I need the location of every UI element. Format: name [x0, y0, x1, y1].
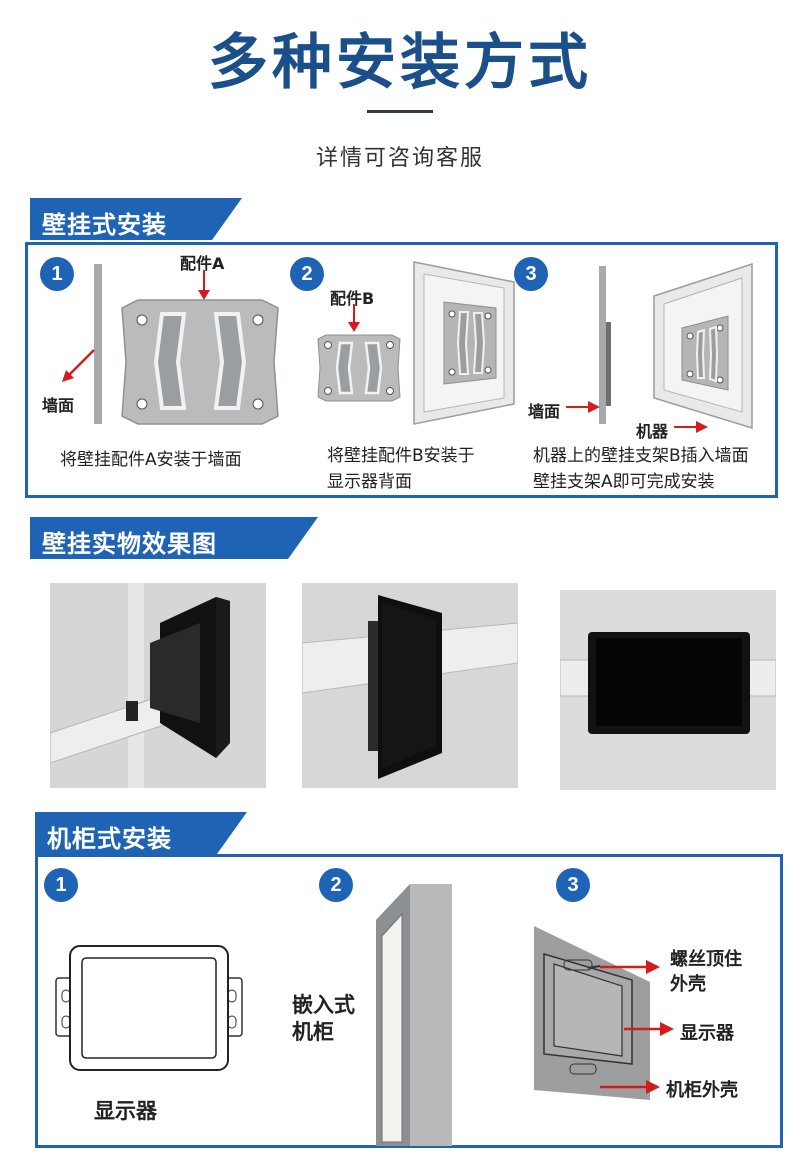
- machine-label: 机器: [636, 422, 669, 441]
- title-divider: [367, 110, 433, 113]
- bracket-b-illustration: [317, 334, 401, 402]
- wall-mount-photo-3: [560, 590, 776, 790]
- display-arrow: [624, 1022, 674, 1036]
- part-a-label: 配件A: [180, 254, 225, 273]
- cabinet-illustration: [376, 884, 452, 1146]
- cabinet-mount-title: 机柜式安装: [47, 825, 172, 853]
- step-3-caption-line-1: 机器上的壁挂支架B插入墙面: [533, 446, 749, 466]
- display-illustration: [55, 945, 243, 1071]
- wall-arrow-2: [566, 401, 600, 413]
- step-1-caption: 将壁挂配件A安装于墙面: [60, 450, 242, 470]
- step-2-caption-line-1: 将壁挂配件B安装于: [327, 446, 475, 466]
- bracket-a-illustration: [121, 299, 279, 425]
- photos-title: 壁挂实物效果图: [42, 530, 217, 558]
- photos-header: 壁挂实物效果图: [30, 517, 318, 559]
- wall-mount-title: 壁挂式安装: [42, 211, 167, 239]
- display-label-2: 显示器: [680, 1023, 734, 1044]
- shell-arrow: [600, 1080, 660, 1094]
- wall-mount-photo-2: [302, 583, 518, 788]
- wall-illustration-2: [599, 266, 606, 424]
- page-title: 多种安装方式: [208, 28, 592, 98]
- cabinet-step-1-badge: 1: [44, 868, 78, 902]
- wall-illustration: [94, 264, 102, 424]
- machine-arrow: [674, 421, 708, 433]
- machine-illustration: [653, 262, 753, 430]
- part-b-label: 配件B: [330, 289, 375, 308]
- part-b-arrow: [348, 304, 360, 332]
- shell-label: 机柜外壳: [666, 1080, 738, 1101]
- wall-mount-photo-1: [50, 583, 266, 788]
- screw-label-line-1: 螺丝顶住: [670, 949, 742, 970]
- wall-pointer-arrow: [62, 349, 95, 382]
- cabinet-mount-header: 机柜式安装: [35, 812, 247, 854]
- page-subtitle: 详情可咨询客服: [315, 146, 484, 171]
- cabinet-step-3-badge: 3: [556, 868, 590, 902]
- screw-arrow: [600, 960, 660, 974]
- cabinet-mount-illustration: [534, 926, 650, 1100]
- cabinet-step-2-badge: 2: [319, 868, 353, 902]
- embedded-label-line-1: 嵌入式: [292, 993, 355, 1017]
- monitor-back-illustration: [413, 261, 515, 425]
- wall-mount-header: 壁挂式安装: [30, 198, 242, 240]
- wall-label: 墙面: [42, 396, 75, 415]
- wall-label-2: 墙面: [528, 402, 561, 421]
- step-3-caption-line-2: 壁挂支架A即可完成安装: [533, 472, 715, 492]
- step-2-caption-line-2: 显示器背面: [327, 472, 412, 492]
- part-a-arrow: [198, 270, 210, 300]
- embedded-label-line-2: 机柜: [292, 1020, 334, 1044]
- step-2-badge: 2: [290, 257, 324, 291]
- screw-label-line-2: 外壳: [670, 974, 706, 995]
- bracket-a-on-wall: [606, 322, 611, 406]
- step-1-badge: 1: [40, 257, 74, 291]
- display-label: 显示器: [94, 1099, 157, 1123]
- step-3-badge: 3: [514, 257, 548, 291]
